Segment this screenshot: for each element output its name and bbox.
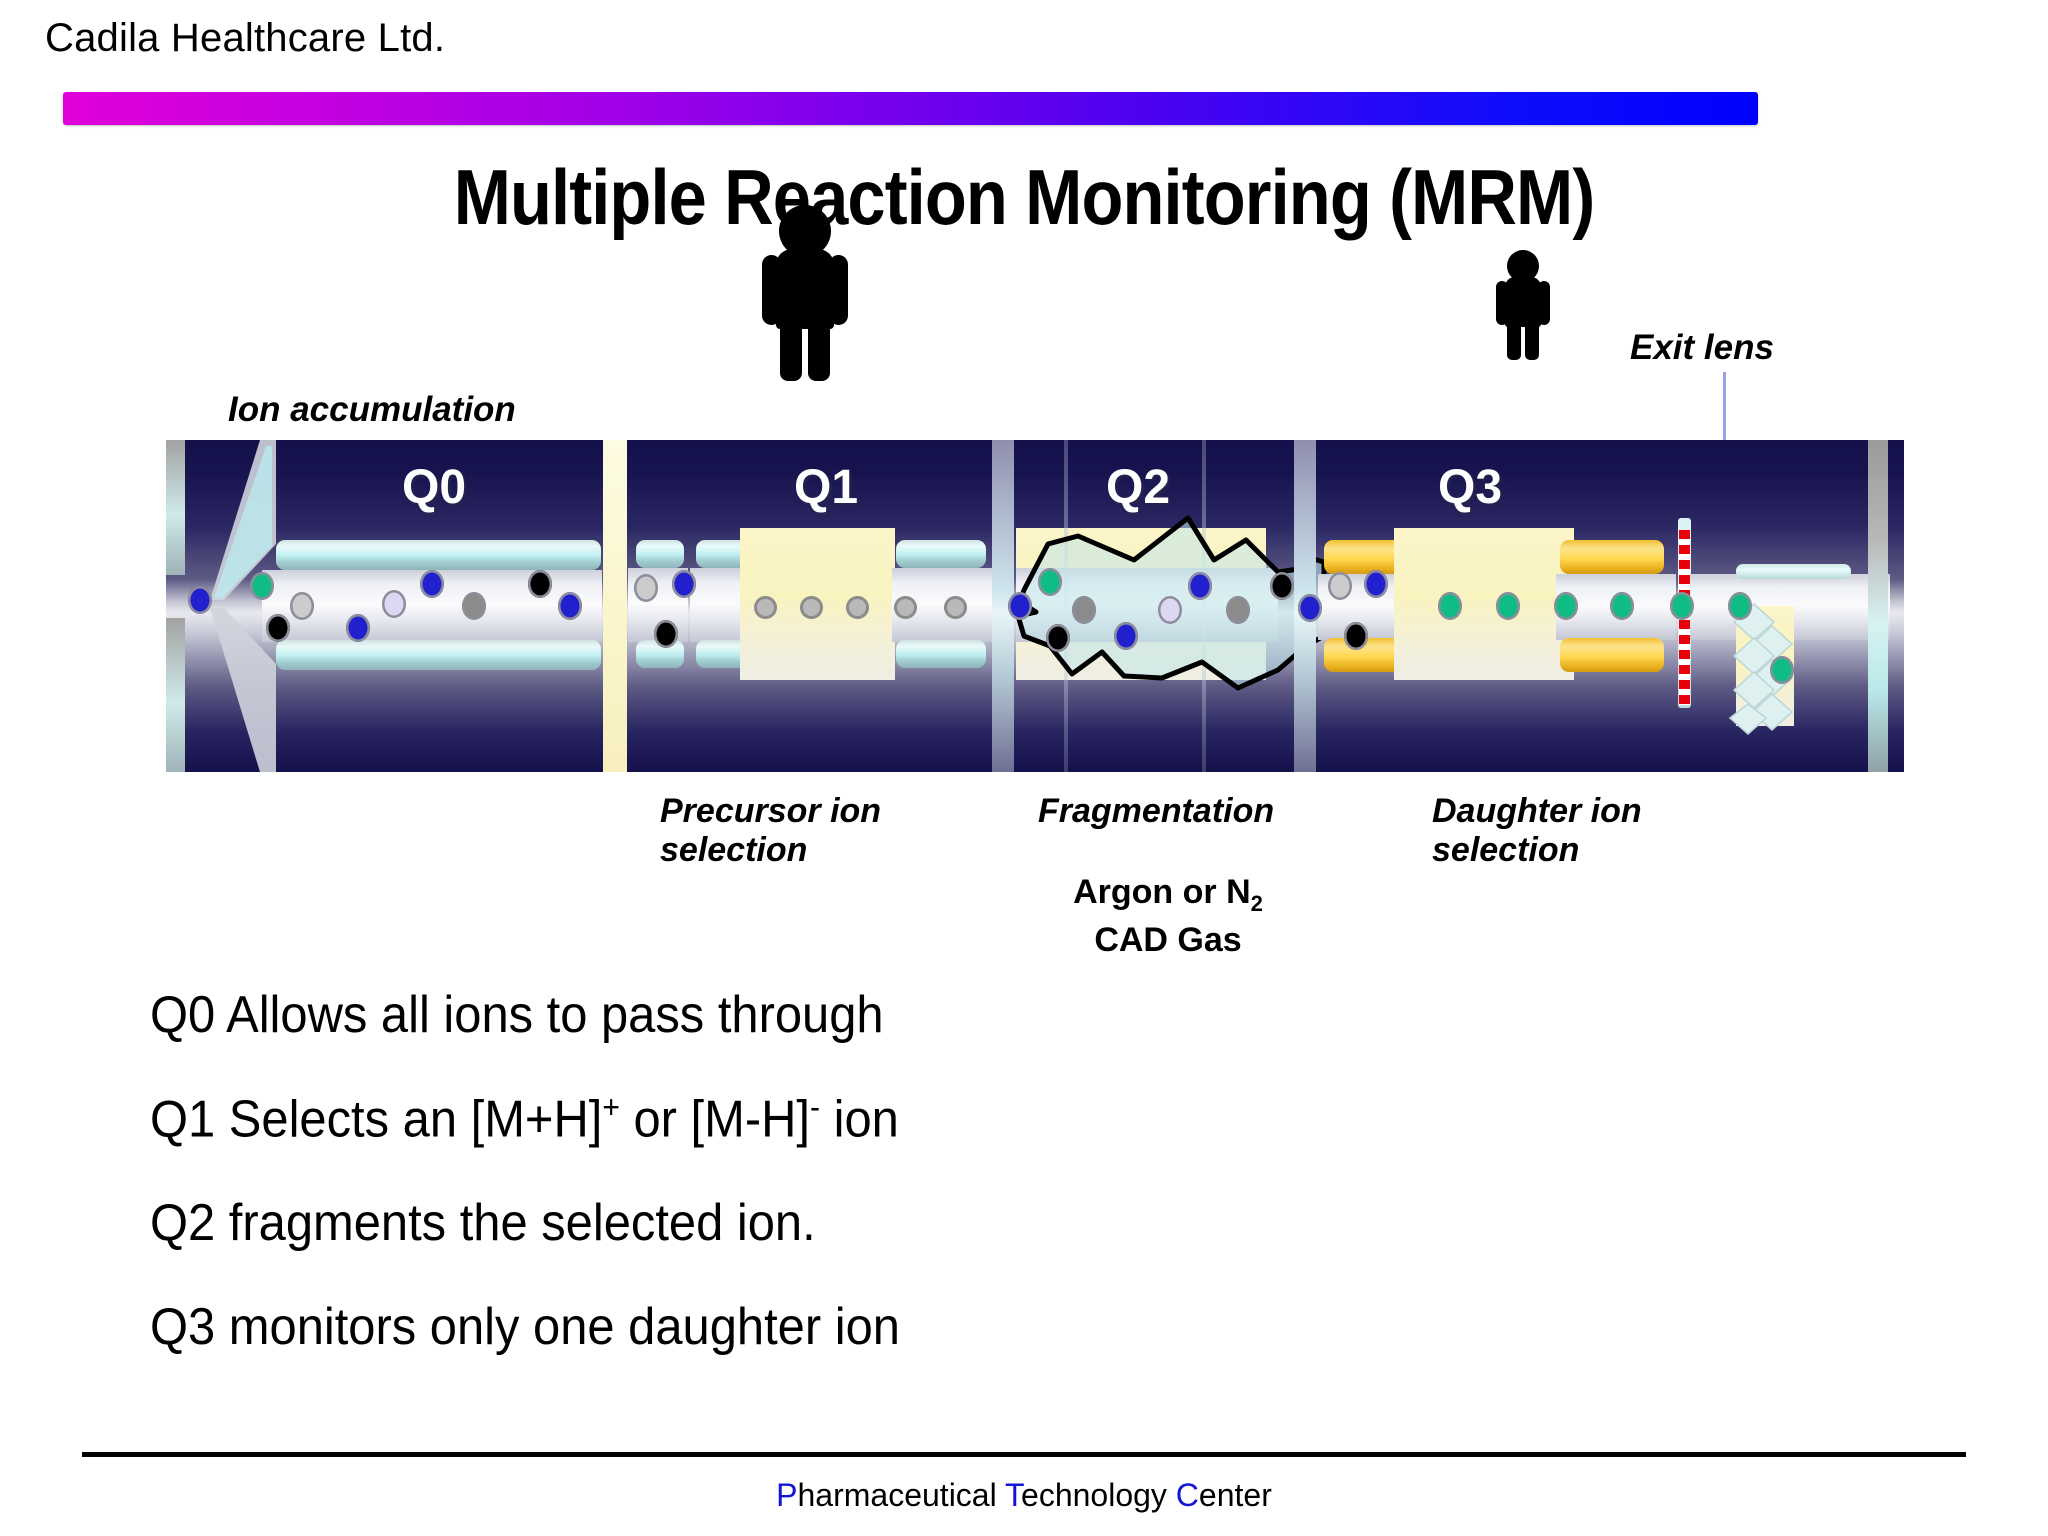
ion-dot [1038, 568, 1062, 596]
daughter-ion-dot [1770, 656, 1794, 684]
ion-dot [672, 570, 696, 598]
q1-transmitted-ion [894, 596, 917, 619]
footer-c: C [1175, 1477, 1199, 1513]
exit-lens-arrow-icon [1717, 372, 1731, 455]
footer-text: Pharmaceutical Technology Center [0, 1477, 2048, 1514]
footer-w3: enter [1198, 1477, 1272, 1513]
daughter-ion-dot [1610, 592, 1634, 620]
ion-dot [634, 574, 658, 602]
cad-gas-line-2: CAD Gas [1094, 921, 1242, 960]
ion-dot [1114, 622, 1138, 650]
quad-label-q1: Q1 [794, 461, 859, 514]
vacuum-chamber: Q0 Q1 Q2 Q3 [166, 440, 1904, 772]
daughter-ion-dot [1438, 592, 1462, 620]
q0-rod-bottom [276, 640, 601, 670]
desc-fragmentation: Fragmentation [1038, 792, 1338, 831]
footer-divider [82, 1452, 1966, 1457]
bullet-q1-part3: ion [819, 1090, 899, 1149]
ion-dot [290, 592, 314, 620]
desc-precursor-ion-selection: Precursor ion selection [660, 792, 950, 870]
q3-rod-bottom-b [1560, 638, 1664, 672]
q1-rod-top-b [896, 540, 986, 568]
q1-transmitted-ion [944, 596, 967, 619]
cad-gas-line-1: Argon or N2 [1038, 870, 1298, 918]
bullet-q1-sup-plus: + [602, 1089, 620, 1125]
ion-dot [1188, 572, 1212, 600]
ion-dot [1344, 622, 1368, 650]
desc-daughter-text: Daughter ion selection [1432, 792, 1642, 870]
daughter-ion-dot [1728, 592, 1752, 620]
footer-t: T [1005, 1477, 1022, 1513]
bullet-q1: Q1 Selects an [M+H]+ or [M-H]- ion [150, 1089, 1560, 1149]
q1-transmitted-ion [754, 596, 777, 619]
entrance-wall-top [166, 440, 185, 575]
daughter-ion-dot [1670, 592, 1694, 620]
quad-label-q0: Q0 [402, 461, 467, 514]
entrance-wall-bottom [166, 618, 185, 772]
footer-p: P [776, 1477, 798, 1513]
ion-dot [1226, 596, 1250, 624]
ion-dot [1046, 624, 1070, 652]
ion-dot [654, 620, 678, 648]
bullet-q3: Q3 monitors only one daughter ion [150, 1298, 900, 1357]
ion-dot [1008, 592, 1032, 620]
q1-transmitted-ion [800, 596, 823, 619]
ion-dot [188, 586, 212, 614]
skimmer-funnel-icon [210, 440, 276, 772]
q0-q1-separator [603, 440, 627, 772]
company-name: Cadila Healthcare Ltd. [45, 16, 446, 60]
q1-rod-bottom-b [896, 640, 986, 668]
q1-transmitted-ion [846, 596, 869, 619]
ion-dot [1270, 572, 1294, 600]
ion-dot [528, 570, 552, 598]
ion-dot [462, 592, 486, 620]
ion-dot [558, 592, 582, 620]
desc-daughter-ion-selection: Daughter ion selection [1432, 792, 1702, 870]
ion-dot [1364, 570, 1388, 598]
ion-dot [1158, 596, 1182, 624]
ion-dot [346, 614, 370, 642]
deflector-bar [1736, 564, 1851, 579]
bullet-q1-part1: Q1 Selects an [M+H] [150, 1090, 603, 1149]
label-exit-lens: Exit lens [1630, 328, 1774, 367]
cad-gas-note: Argon or N2 CAD Gas [1038, 870, 1298, 963]
ion-dot [1072, 596, 1096, 624]
q3-rod-top-b [1560, 540, 1664, 574]
person-icon-small [1495, 250, 1551, 360]
mrm-instrument-diagram: Ion accumulation Exit lens [0, 205, 2048, 959]
daughter-ion-dot [1496, 592, 1520, 620]
daughter-ion-dot [1554, 592, 1578, 620]
ion-dot [250, 572, 274, 600]
page-title: Multiple Reaction Monitoring (MRM) [453, 153, 1595, 241]
desc-fragmentation-text: Fragmentation [1038, 792, 1275, 830]
ion-dot [420, 570, 444, 598]
exit-wall [1868, 440, 1888, 772]
ion-dot [382, 590, 406, 618]
desc-precursor-text: Precursor ion selection [660, 792, 882, 870]
detector-dynode-stack-icon [1728, 602, 1794, 736]
footer-w1: harmaceutical [797, 1477, 1006, 1513]
footer-w2: echnology [1021, 1477, 1176, 1513]
bullet-q1-sup-minus: - [809, 1089, 820, 1125]
quad-label-q3: Q3 [1438, 461, 1503, 514]
q0-rod-top [276, 540, 601, 570]
bullet-list: Q0 Allows all ions to pass through Q1 Se… [150, 985, 1650, 1401]
q1-entry-rod-top [636, 540, 684, 568]
person-icon-large [760, 205, 850, 381]
cad-gas-subscript: 2 [1250, 890, 1263, 916]
bullet-q1-part2: or [M-H] [619, 1090, 810, 1149]
ion-dot [266, 614, 290, 642]
bullet-q2: Q2 fragments the selected ion. [150, 1194, 816, 1253]
q3-quadrupole-block [1394, 528, 1574, 680]
quad-label-q2: Q2 [1106, 461, 1171, 514]
ion-dot [1298, 594, 1322, 622]
bullet-q0: Q0 Allows all ions to pass through [150, 986, 884, 1044]
accent-gradient-bar [63, 92, 1758, 125]
label-ion-accumulation: Ion accumulation [228, 390, 516, 429]
q1-q2-separator [992, 440, 1014, 772]
cad-gas-text: Argon or N [1073, 873, 1251, 911]
ion-dot [1328, 572, 1352, 600]
